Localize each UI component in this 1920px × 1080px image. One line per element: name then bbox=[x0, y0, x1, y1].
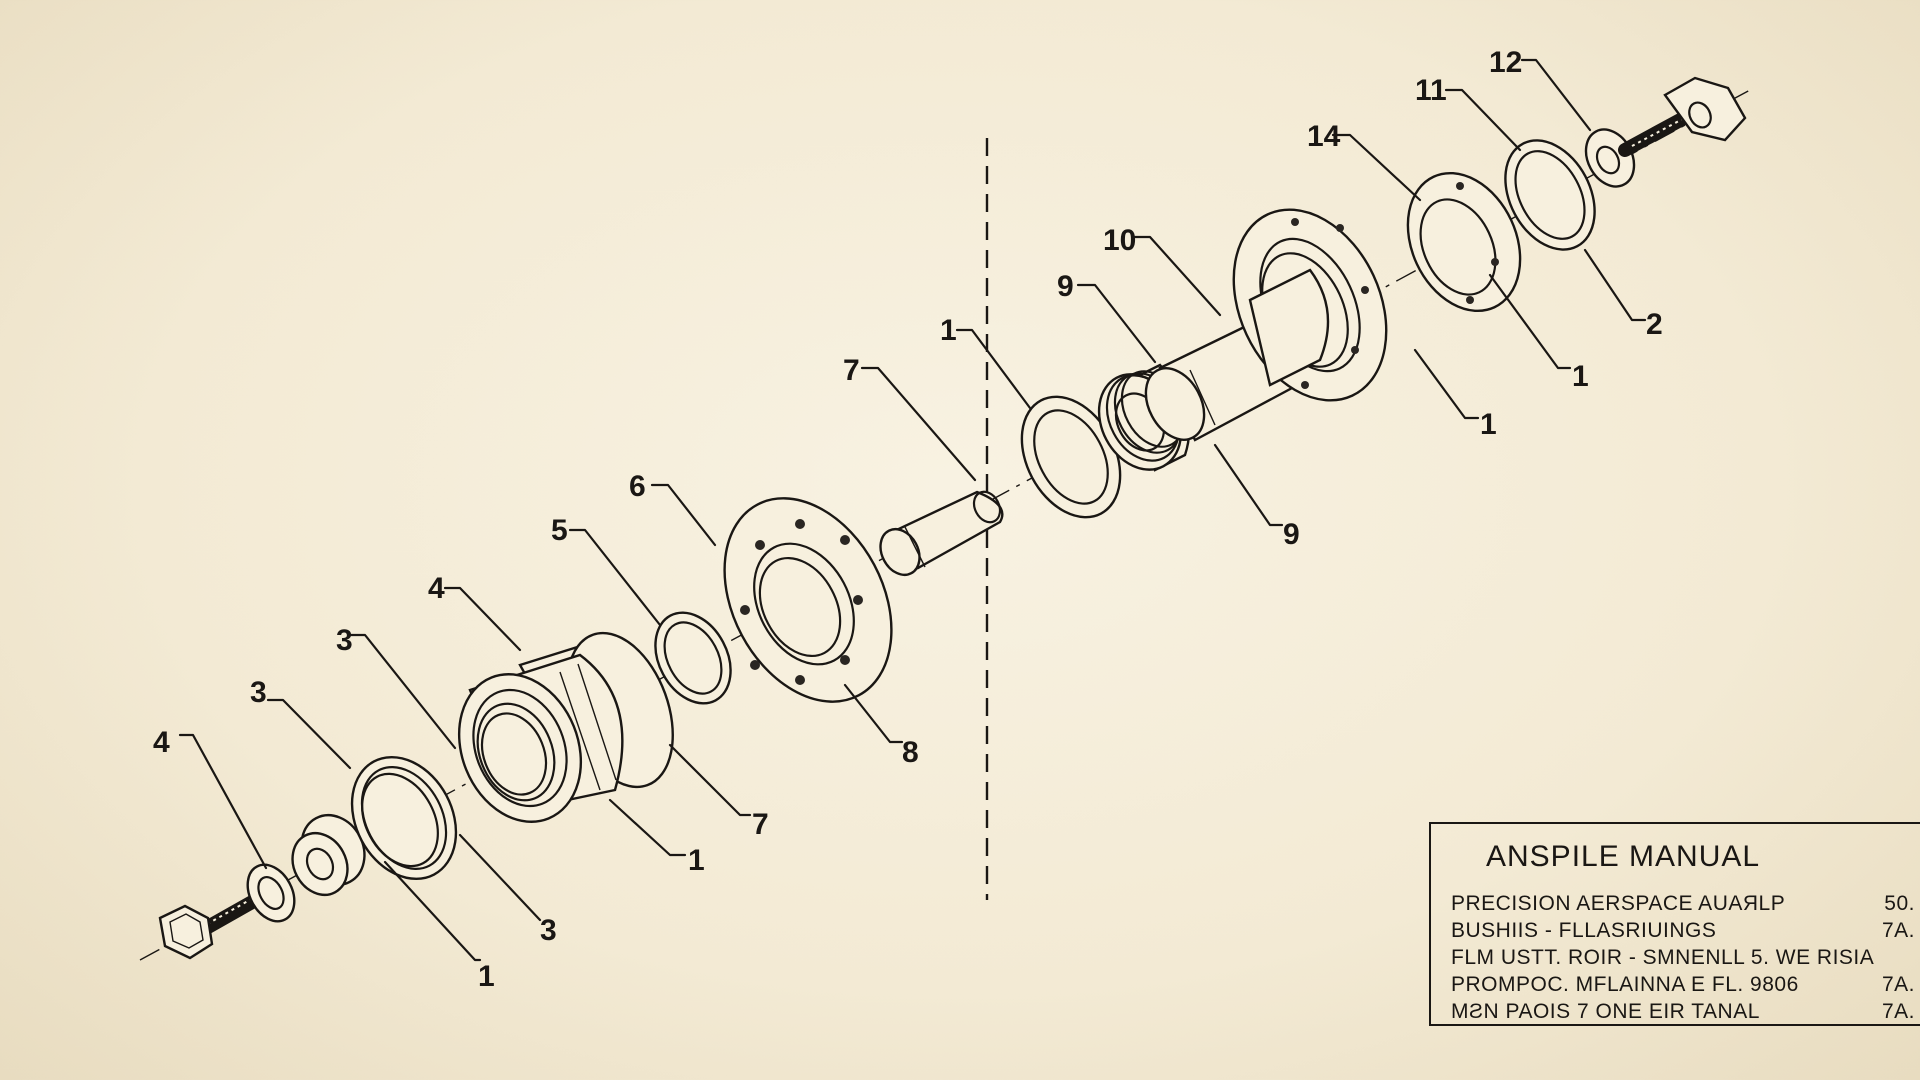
ring-washer-3 bbox=[350, 755, 458, 881]
label-5: 5 bbox=[551, 514, 568, 547]
small-bushing bbox=[291, 814, 366, 896]
pin-7 bbox=[879, 490, 1004, 577]
label-1: 1 bbox=[478, 960, 495, 993]
label-10: 10 bbox=[1103, 224, 1136, 257]
label-8: 8 bbox=[902, 736, 919, 769]
title-block-row-text: BUSHIIS - FLLASRIUINGS bbox=[1451, 919, 1717, 942]
label-1: 1 bbox=[1480, 408, 1497, 441]
title-block-row-value: 7A. bbox=[1881, 1000, 1915, 1023]
title-block-row-text: PROMPOC. MFLAINNA E FL. 9806 bbox=[1451, 973, 1799, 996]
label-7: 7 bbox=[843, 354, 860, 387]
label-6: 6 bbox=[629, 470, 646, 503]
title-block-row-text: MƧN PAOIS 7 ONE EIR TANAL bbox=[1451, 1000, 1760, 1023]
label-3: 3 bbox=[250, 676, 267, 709]
label-1: 1 bbox=[940, 314, 957, 347]
label-4: 4 bbox=[428, 572, 445, 605]
title-block-title: ANSPILE MANUAL bbox=[1486, 840, 1761, 873]
title-block-row-text: FLM USTT. ROIR - SMNENLL 5. WE RISIA bbox=[1451, 946, 1875, 969]
ring-5 bbox=[654, 611, 732, 705]
label-11: 11 bbox=[1415, 74, 1447, 107]
label-9: 9 bbox=[1283, 518, 1300, 551]
title-block-row-text: PRECISION AERSPACE AUAЯLP bbox=[1451, 892, 1786, 915]
big-flange bbox=[1232, 208, 1388, 402]
main-housing bbox=[457, 631, 674, 823]
right-bolt bbox=[1618, 76, 1747, 157]
label-3: 3 bbox=[336, 624, 353, 657]
leader-lines bbox=[178, 58, 1647, 962]
flange-plate bbox=[723, 497, 893, 703]
small-washer-left bbox=[246, 863, 296, 923]
label-1: 1 bbox=[1572, 360, 1589, 393]
label-14: 14 bbox=[1307, 120, 1341, 153]
title-block-row-value: 7A. bbox=[1881, 973, 1915, 996]
ring-11 bbox=[1504, 139, 1596, 251]
title-block-row-value: 7A. bbox=[1881, 919, 1915, 942]
label-1: 1 bbox=[688, 844, 705, 877]
part-labels: 4 3 3 4 5 6 7 1 9 10 14 11 12 1 3 1 7 8 … bbox=[153, 46, 1663, 993]
label-3: 3 bbox=[540, 914, 557, 947]
label-2: 2 bbox=[1646, 308, 1663, 341]
label-7: 7 bbox=[752, 808, 769, 841]
label-9: 9 bbox=[1057, 270, 1074, 303]
title-block: ANSPILE MANUAL PRECISION AERSPACE AUAЯLP… bbox=[1429, 822, 1920, 1026]
label-4: 4 bbox=[153, 726, 170, 759]
title-block-row-value: 50. bbox=[1884, 892, 1915, 915]
label-12: 12 bbox=[1489, 46, 1522, 79]
